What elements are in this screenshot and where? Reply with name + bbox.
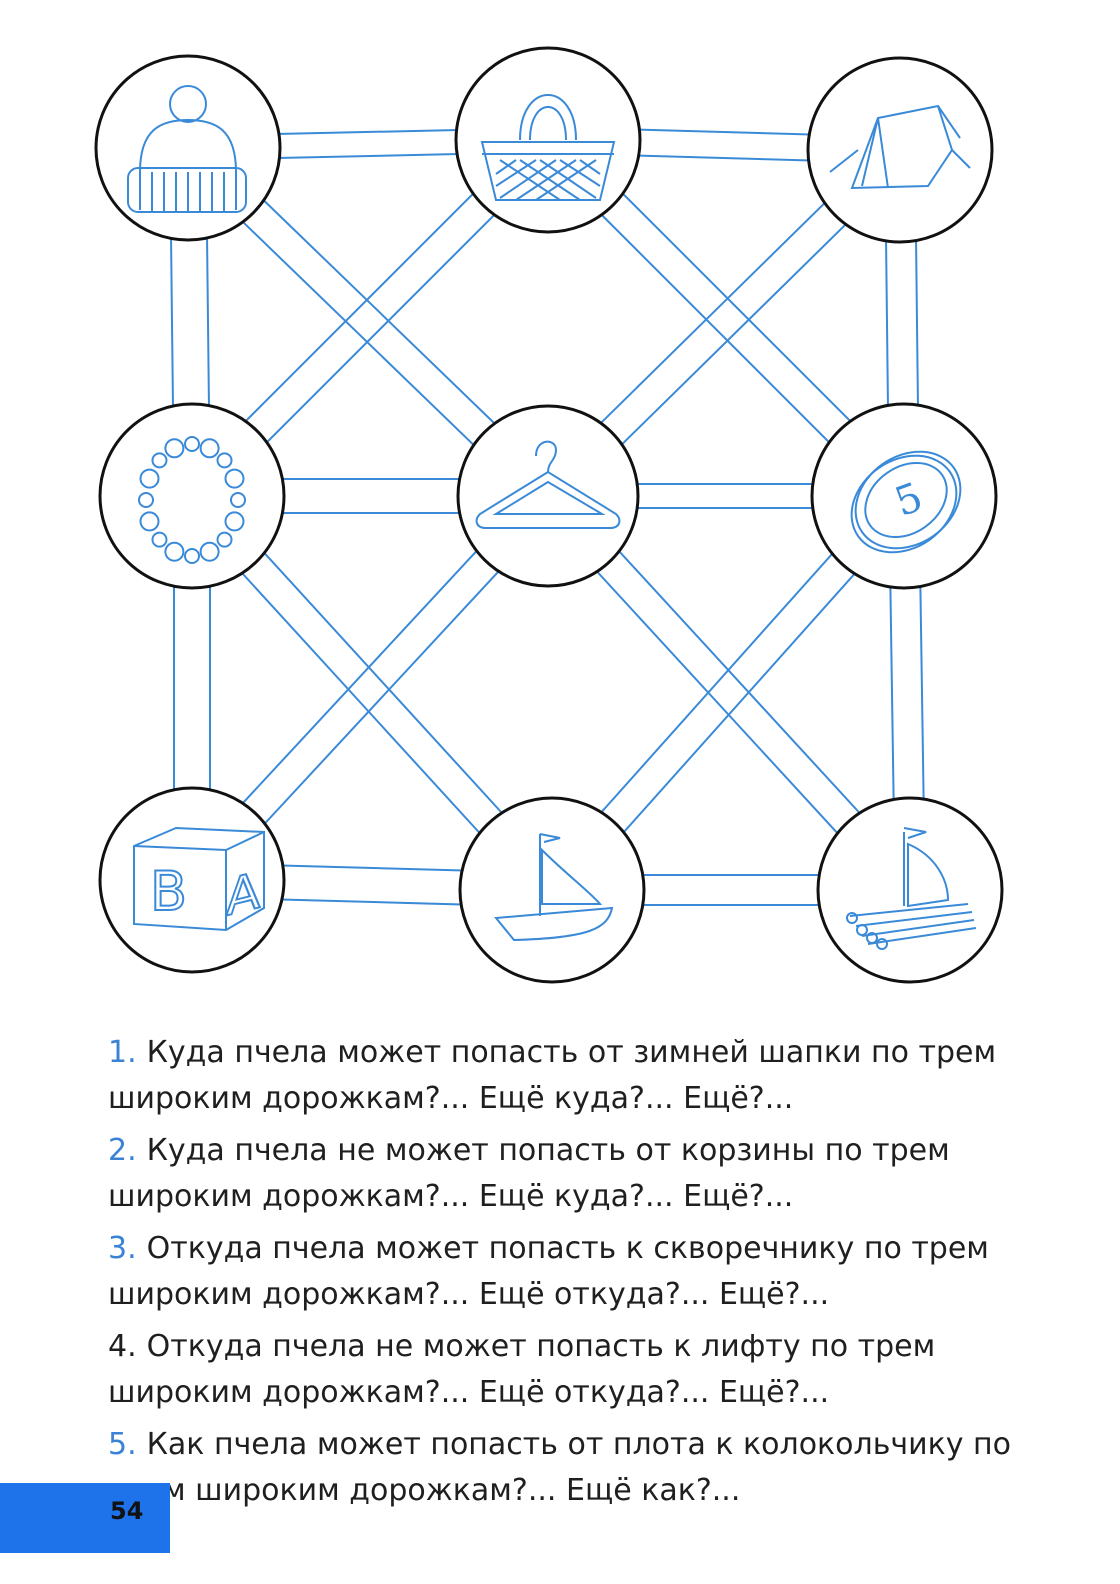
- path-graph: 5 B A: [94, 46, 1004, 984]
- questions-list: 1.Куда пчела может попасть от зимней шап…: [108, 1030, 1018, 1520]
- beads-icon: [138, 436, 246, 564]
- question-text: Куда пчела может попасть от зимней шапки…: [108, 1035, 997, 1116]
- bead: [184, 436, 200, 452]
- hanger-icon: [475, 440, 621, 529]
- question-number: 4.: [108, 1329, 137, 1364]
- raft-icon: [846, 827, 977, 950]
- question-1: 1.Куда пчела может попасть от зимней шап…: [108, 1030, 1018, 1122]
- bead: [164, 541, 185, 562]
- tent-icon: [829, 104, 971, 190]
- question-number: 1.: [108, 1035, 137, 1070]
- block-letter-a: A: [226, 861, 260, 928]
- question-number: 2.: [108, 1133, 137, 1168]
- node-block: B A: [98, 786, 286, 974]
- bead: [216, 531, 233, 548]
- node-raft: [816, 796, 1004, 984]
- question-5: 5.Как пчела может попасть от плота к кол…: [108, 1422, 1018, 1514]
- question-text: Откуда пчела не может попасть к лифту по…: [108, 1329, 936, 1410]
- question-text: Откуда пчела может попасть к скворечнику…: [108, 1231, 989, 1312]
- block-letter-b: B: [150, 860, 187, 923]
- node-boat: [458, 796, 646, 984]
- node-beads: [98, 402, 286, 590]
- node-coin: 5: [810, 402, 998, 590]
- bead: [224, 511, 245, 532]
- basket-icon: [480, 94, 616, 201]
- question-number: 3.: [108, 1231, 137, 1266]
- bead: [139, 468, 160, 489]
- bead: [184, 548, 200, 564]
- question-text: Как пчела может попасть от плота к колок…: [108, 1427, 1011, 1508]
- node-hanger: [456, 404, 640, 588]
- node-tent: [806, 56, 994, 244]
- bead: [164, 438, 185, 459]
- question-text: Куда пчела не может попасть от корзины п…: [108, 1133, 950, 1214]
- question-2: 2.Куда пчела не может попасть от корзины…: [108, 1128, 1018, 1220]
- letter-block-icon: B A: [133, 826, 265, 932]
- question-number: 5.: [108, 1427, 137, 1462]
- bead: [199, 438, 220, 459]
- node-basket: [454, 46, 642, 234]
- page-number-tab: [0, 1483, 170, 1553]
- coin-icon: 5: [850, 450, 962, 554]
- bead: [216, 452, 233, 469]
- bead: [138, 492, 154, 508]
- page-number: 54: [110, 1497, 144, 1525]
- bead: [139, 511, 160, 532]
- bead: [224, 468, 245, 489]
- node-hat: [94, 54, 282, 242]
- sailboat-icon: [494, 833, 614, 942]
- bead: [151, 531, 168, 548]
- question-4: 4.Откуда пчела не может попасть к лифту …: [108, 1324, 1018, 1416]
- bead: [151, 452, 168, 469]
- bead: [230, 492, 246, 508]
- question-3: 3.Откуда пчела может попасть к скворечни…: [108, 1226, 1018, 1318]
- bead: [199, 541, 220, 562]
- winter-hat-icon: [127, 85, 247, 213]
